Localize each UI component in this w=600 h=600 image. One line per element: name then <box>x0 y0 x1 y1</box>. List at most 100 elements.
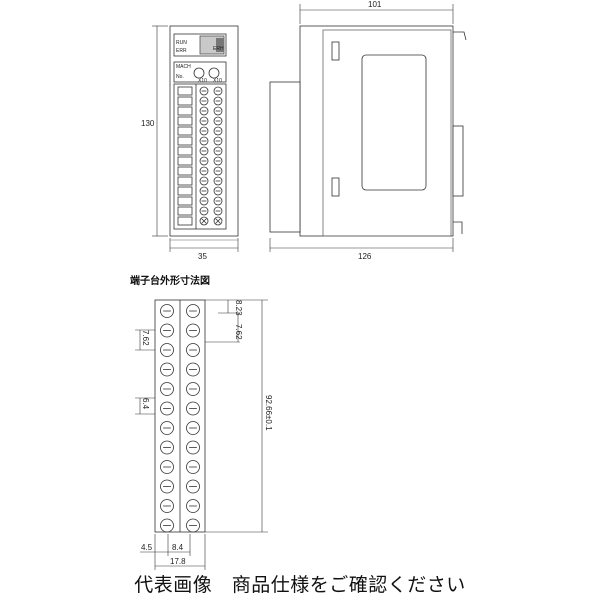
front-terminal-slot <box>177 96 193 106</box>
terminal-block-dimensions <box>135 299 268 570</box>
front-terminal-screw <box>213 176 223 186</box>
front-terminal-screw <box>199 106 209 116</box>
block-screw-left <box>160 382 174 396</box>
side-latch-bottom <box>331 177 340 197</box>
front-terminal-screw <box>213 156 223 166</box>
front-terminal-slot <box>177 136 193 146</box>
rotary-switch-x1 <box>208 67 220 79</box>
front-terminal-screw <box>213 206 223 216</box>
front-terminal-screw <box>213 216 223 226</box>
front-terminal-screw <box>199 86 209 96</box>
dim-label-7-62-right: 7.62 <box>234 324 243 340</box>
front-terminal-slot <box>177 106 193 116</box>
dim-label-126: 126 <box>358 252 372 261</box>
label-run: RUN <box>176 40 187 46</box>
front-terminal-screw <box>199 196 209 206</box>
front-terminal-screw <box>213 86 223 96</box>
side-window <box>361 54 427 191</box>
front-terminal-slot <box>177 166 193 176</box>
front-terminal-screw <box>199 166 209 176</box>
block-screw-left <box>160 362 174 377</box>
block-screw-left <box>160 323 174 338</box>
switch-panel <box>173 61 227 83</box>
dim-label-17-8: 17.8 <box>170 557 186 566</box>
dim-label-92-66: 92.66±0.1 <box>264 395 273 431</box>
front-terminal-slot <box>177 206 193 216</box>
front-terminal-screw <box>213 106 223 116</box>
side-body <box>299 25 454 237</box>
block-screw-left <box>160 518 174 533</box>
label-no: No. <box>176 74 184 80</box>
dim-label-4-5: 4.5 <box>141 543 153 552</box>
front-terminal-screw <box>199 216 209 226</box>
block-screw-right <box>186 343 200 357</box>
front-terminal-slot <box>177 86 193 96</box>
dim-label-35: 35 <box>198 252 207 261</box>
block-screw-right <box>186 518 200 533</box>
front-terminal-slot <box>177 196 193 206</box>
front-terminal-screw <box>213 116 223 126</box>
indicator-dark <box>216 38 224 52</box>
front-terminal-screw <box>213 136 223 146</box>
front-terminal-slot <box>177 126 193 136</box>
terminal-area <box>173 83 227 230</box>
dim-label-6-4: 6.4 <box>141 398 150 410</box>
side-inner-outline <box>322 29 452 237</box>
block-screw-left <box>160 421 174 435</box>
block-screw-right <box>186 499 200 513</box>
front-terminal-slot <box>177 156 193 166</box>
side-rail-clip <box>452 125 464 197</box>
front-terminal-screw <box>199 206 209 216</box>
dim-label-101: 101 <box>368 0 382 9</box>
terminal-block-screws <box>160 304 200 533</box>
block-screw-right <box>186 382 200 396</box>
front-terminal-screw <box>199 186 209 196</box>
dim-label-130: 130 <box>141 119 155 128</box>
block-screw-left <box>160 460 174 474</box>
front-terminal-screw <box>199 136 209 146</box>
dim-label-8-4: 8.4 <box>172 543 184 552</box>
block-screw-right <box>186 421 200 435</box>
front-terminal-screw <box>199 146 209 156</box>
front-terminal-screw <box>213 146 223 156</box>
front-terminal-slot <box>177 216 193 226</box>
side-front-protrusion <box>269 81 301 233</box>
block-screw-left <box>160 499 174 513</box>
block-screw-right <box>186 323 200 338</box>
block-screw-left <box>160 440 174 455</box>
label-mach: MACH <box>176 64 191 70</box>
block-screw-right <box>186 401 200 416</box>
front-terminal-slot <box>177 176 193 186</box>
front-dimensions <box>152 25 239 252</box>
block-screw-right <box>186 304 200 318</box>
front-terminal-screw <box>199 116 209 126</box>
front-view <box>169 25 239 241</box>
block-screw-right <box>186 362 200 377</box>
side-hook-top <box>453 31 467 41</box>
label-x10: X10 <box>198 78 207 84</box>
front-terminal-slot <box>177 116 193 126</box>
side-dimensions <box>269 4 454 252</box>
dim-label-8-23: 8.23 <box>234 300 243 316</box>
block-screw-left <box>160 479 174 494</box>
block-screw-left <box>160 304 174 318</box>
front-terminal-slot <box>177 186 193 196</box>
front-terminal-screw <box>199 176 209 186</box>
label-x1: X10 <box>213 78 222 84</box>
block-screw-right <box>186 440 200 455</box>
terminal-block-title: 端子台外形寸法図 <box>130 274 210 287</box>
label-err: ERR <box>176 48 187 54</box>
front-terminal-screw <box>199 96 209 106</box>
side-latch-top <box>331 41 340 61</box>
block-screw-left <box>160 343 174 357</box>
front-terminal-screw <box>199 156 209 166</box>
block-screw-right <box>186 460 200 474</box>
side-hook-bottom <box>453 221 463 234</box>
terminal-block <box>154 299 206 533</box>
rotary-switch-x10 <box>193 67 205 79</box>
front-terminal-grid <box>177 86 223 226</box>
front-terminal-screw <box>213 196 223 206</box>
front-terminal-screw <box>213 126 223 136</box>
front-terminal-screw <box>213 166 223 176</box>
